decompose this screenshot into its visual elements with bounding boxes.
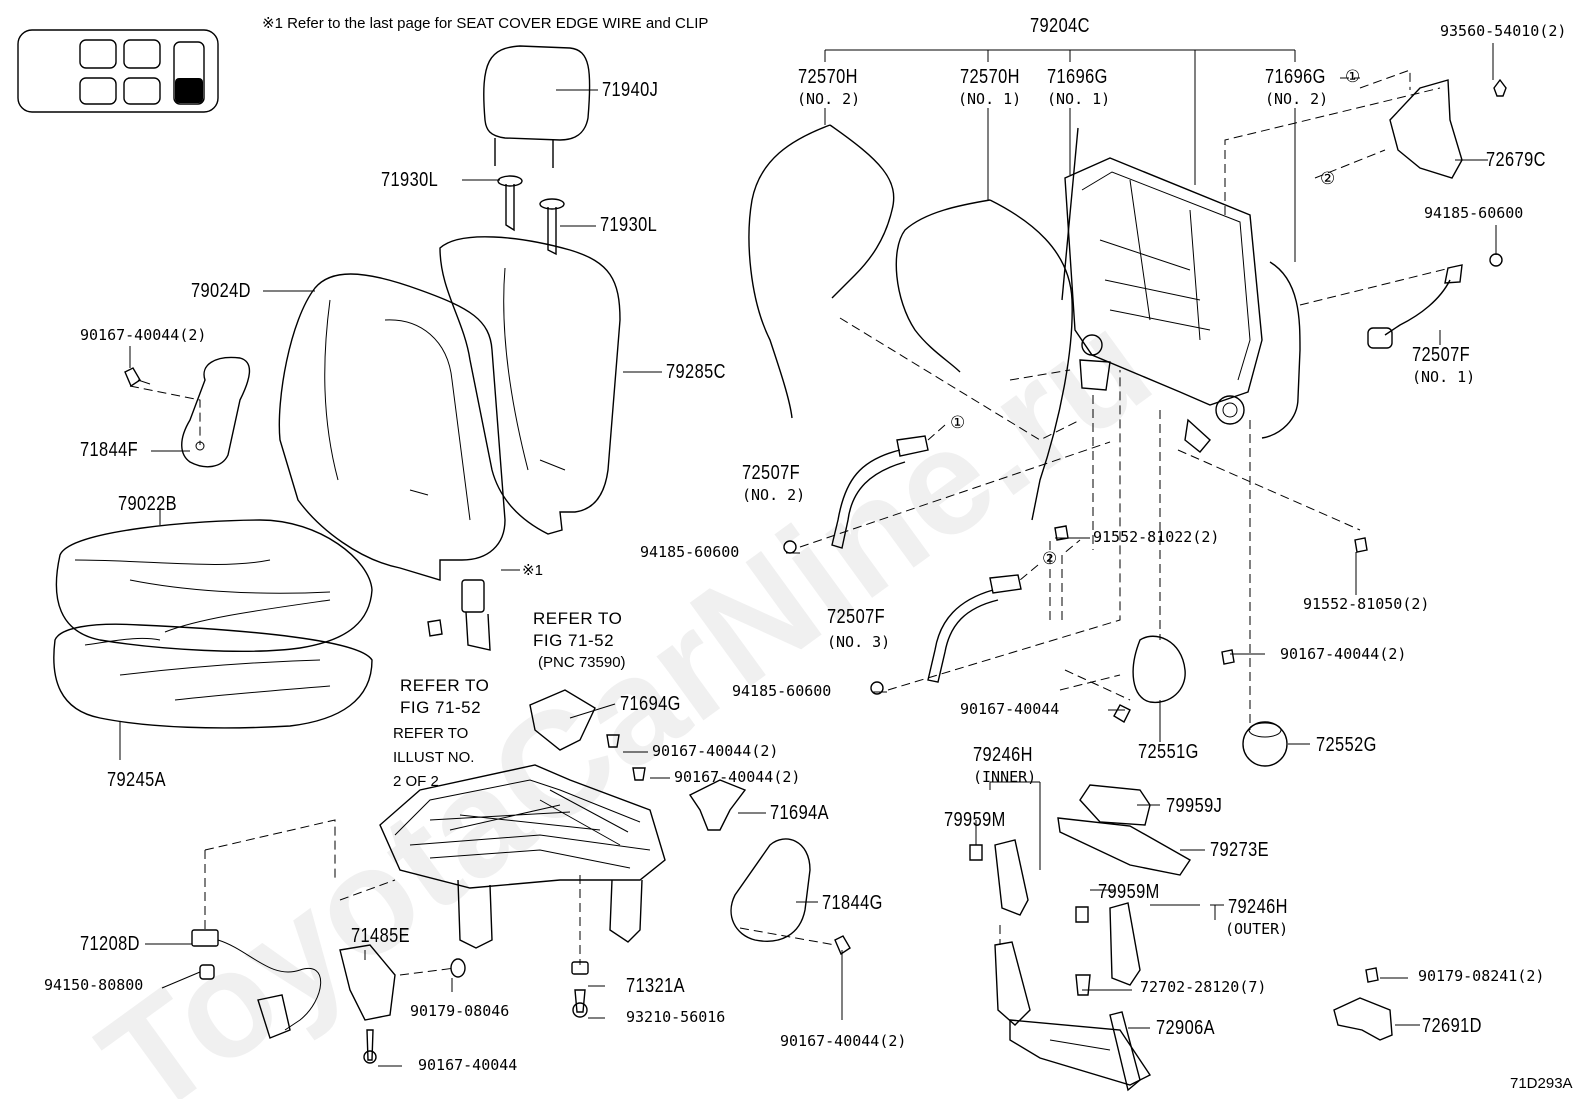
part-label-71696G-no2: 71696G [1265,66,1326,88]
part-label-79246H-inner: 79246H [973,744,1033,766]
part-label-71694A: 71694A [770,802,830,824]
header-note: ※1 Refer to the last page for SEAT COVER… [262,15,709,32]
part-label-79022B: 79022B [118,493,178,515]
part-label-71940J: 71940J [602,79,659,101]
part-label-93210-56016: 93210-56016 [626,1008,726,1026]
part-label-72679C: 72679C [1486,149,1546,171]
part-label-71930L-a: 71930L [381,169,439,191]
part-label-90167-40044-2-e: 90167-40044(2) [780,1032,907,1050]
refer-illust-label-3: 2 OF 2 [393,773,439,790]
refer-fig-label-3: (PNC 73590) [538,654,626,671]
part-label-71696G-no1: 71696G [1047,66,1108,88]
callout-marker-2-top: ② [1320,169,1336,188]
part-label-90167-40044-a: 90167-40044 [960,700,1060,718]
part-label-90179-08241: 90179-08241(2) [1418,967,1545,985]
part-label-79959M-a: 79959M [944,809,1006,831]
seat-track-drawing [969,784,1393,1092]
part-sub-72570H-no2: (NO. 2) [797,90,861,108]
part-label-91552-81050: 91552-81050(2) [1303,595,1430,613]
part-label-71321A: 71321A [626,975,686,997]
part-label-71208D: 71208D [80,933,140,955]
refer-illust-label-1: REFER TO [393,725,469,742]
part-label-72570H-no1: 72570H [960,66,1020,88]
part-label-71844G: 71844G [822,892,883,914]
side-shield-left-drawing [124,356,251,468]
part-sub-71696G-no2: (NO. 2) [1265,90,1329,108]
wire-harness-drawing [191,929,322,1039]
part-sub-72507F-no3: (NO. 3) [827,633,891,651]
part-label-79273E: 79273E [1210,839,1270,861]
lever-no1-drawing [1367,253,1503,349]
part-label-79246H-outer: 79246H [1228,896,1288,918]
part-label-71485E: 71485E [351,925,411,947]
part-label-90167-40044-2-c: 90167-40044(2) [652,742,779,760]
part-label-71930L-b: 71930L [600,214,658,236]
seat-cushion-drawing [53,519,373,729]
part-label-79024D: 79024D [191,280,251,302]
part-sub-72507F-no1: (NO. 1) [1412,368,1476,386]
part-label-90167-40044-2-a: 90167-40044(2) [80,326,207,344]
release-cables-drawing [748,124,1301,521]
part-label-94185-60600-a: 94185-60600 [1424,204,1524,222]
callout-marker-1: ① [950,413,966,432]
seat-belt-buckle-drawing [427,579,491,651]
part-label-91552-81022: 91552-81022(2) [1093,528,1220,546]
refer-fig-b-label-1: REFER TO [400,676,490,695]
part-label-90167-40044-2-d: 90167-40044(2) [674,768,801,786]
part-label-79959M-b: 79959M [1098,881,1160,903]
part-label-79204C: 79204C [1030,15,1090,37]
callout-marker-2: ② [1042,549,1058,568]
part-label-79245A: 79245A [107,769,167,791]
part-label-72552G: 72552G [1316,734,1377,756]
part-label-72570H-no2: 72570H [798,66,858,88]
part-label-93560-54010: 93560-54010(2) [1440,22,1567,40]
part-sub-79246H-outer: (OUTER) [1225,920,1289,938]
refer-illust-label-2: ILLUST NO. [393,749,475,766]
part-label-71844F: 71844F [80,439,139,461]
part-label-90167-40044-b: 90167-40044 [418,1056,518,1074]
part-sub-72507F-no2: (NO. 2) [742,486,806,504]
part-sub-71696G-no1: (NO. 1) [1047,90,1111,108]
part-label-90167-40044-2-b: 90167-40044(2) [1280,645,1407,663]
part-label-72507F-no2: 72507F [742,462,801,484]
lever-no2-drawing [783,435,929,554]
part-label-72551G: 72551G [1138,741,1199,763]
leader-lines [119,43,1497,1067]
diagram-code: 71D293A [1510,1075,1573,1092]
refer-fig-label-2: FIG 71-52 [533,631,615,650]
headrest-guides-drawing [497,175,565,256]
note-mark-1: ※1 [522,562,543,579]
seatback-cover-drawing [278,273,506,581]
seatback-frame-drawing [1064,157,1263,453]
hinge-covers-drawing [1054,525,1368,767]
part-label-71694G: 71694G [620,693,681,715]
assembly-dashed-lines [129,69,1451,976]
seat-frame-drawing [379,689,747,949]
part-label-79285C: 79285C [666,361,726,383]
callout-marker-1-top: ① [1345,67,1361,86]
refer-fig-b-label-2: FIG 71-52 [400,698,482,717]
part-label-94150-80800: 94150-80800 [44,976,144,994]
part-sub-79246H-inner: (INNER) [973,768,1037,786]
part-sub-72570H-no1: (NO. 1) [958,90,1022,108]
part-label-72691D: 72691D [1422,1015,1482,1037]
cover-72679C-drawing [1389,78,1507,179]
part-label-94185-60600-c: 94185-60600 [732,682,832,700]
refer-fig-label-1: REFER TO [533,609,623,628]
seat-position-indicator-icon [17,29,219,113]
part-label-72507F-no3: 72507F [827,606,886,628]
part-label-90179-08046: 90179-08046 [410,1002,510,1020]
seatback-pad-drawing [439,236,621,535]
part-label-94185-60600-b: 94185-60600 [640,543,740,561]
part-label-72507F-no1: 72507F [1412,344,1471,366]
lever-no3-drawing [870,574,1022,695]
part-label-72906A: 72906A [1156,1017,1216,1039]
part-label-79959J: 79959J [1166,795,1223,817]
cover-71485E-drawing [339,944,466,1064]
headrest-drawing [483,45,591,168]
part-label-72702-28120: 72702-28120(7) [1140,978,1267,996]
